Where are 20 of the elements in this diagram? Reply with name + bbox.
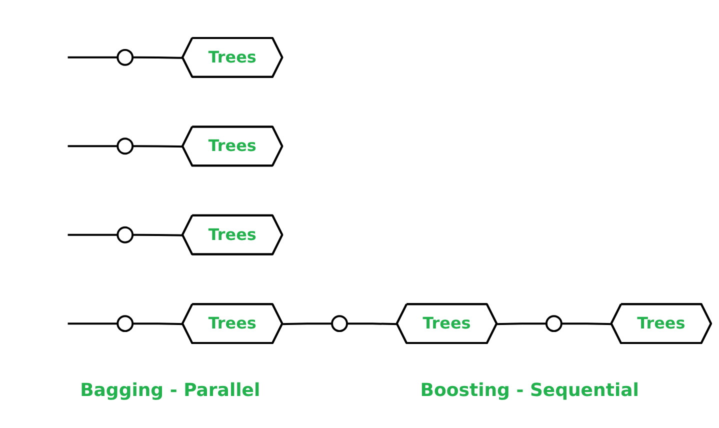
node-circle — [116, 226, 134, 243]
node-circle — [331, 314, 348, 332]
node-circle — [116, 137, 134, 154]
connector — [68, 322, 118, 324]
node-circle — [545, 314, 562, 332]
connector — [347, 322, 398, 325]
connector — [68, 56, 118, 58]
node-circle — [116, 314, 134, 332]
node-circle — [116, 48, 134, 66]
connector — [282, 322, 332, 325]
connector — [132, 144, 183, 148]
connector — [132, 322, 183, 325]
caption-text: Bagging - Parallel — [80, 380, 260, 401]
connector — [561, 322, 612, 325]
connector — [132, 233, 183, 236]
connector — [68, 144, 118, 147]
connector — [68, 233, 118, 236]
caption-text: Boosting - Sequential — [420, 380, 639, 401]
connector — [132, 56, 183, 58]
connector — [497, 322, 546, 325]
